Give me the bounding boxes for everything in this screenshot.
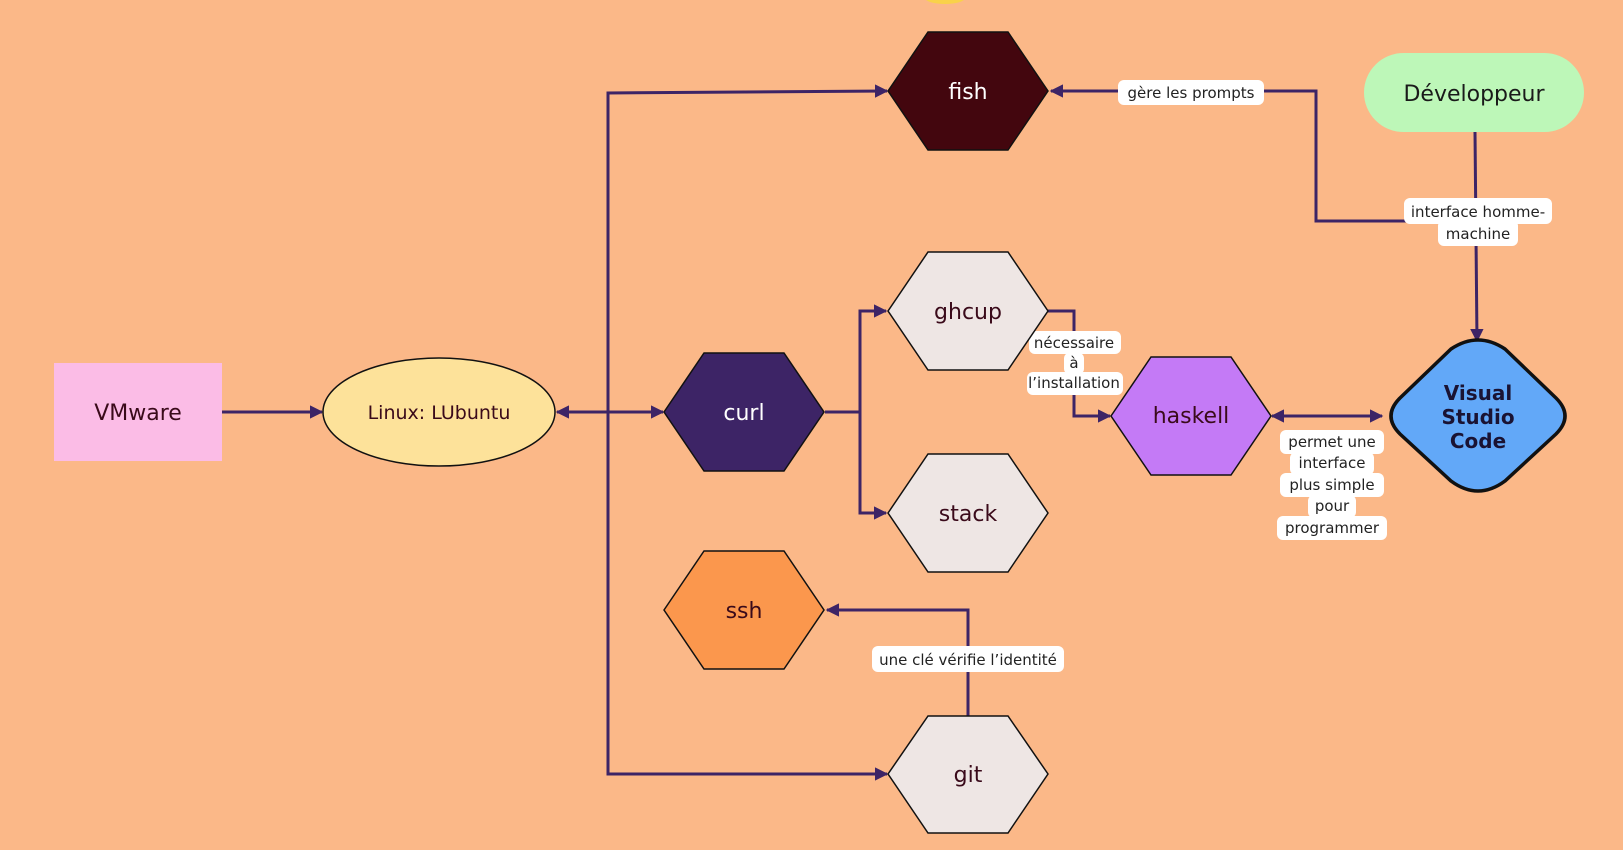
svg-text:ghcup: ghcup xyxy=(934,300,1002,325)
node-ssh: ssh xyxy=(663,550,825,670)
svg-text:l’installation: l’installation xyxy=(1028,374,1120,392)
edge-curl-stack xyxy=(858,412,888,520)
label-gere-prompts: gère les prompts xyxy=(1118,80,1264,105)
edge-linux-git xyxy=(606,412,889,781)
node-ghcup: ghcup xyxy=(887,251,1049,371)
svg-text:Studio: Studio xyxy=(1441,405,1514,429)
node-linux-lubuntu: Linux: LUbuntu xyxy=(322,357,556,467)
node-stack: stack xyxy=(887,453,1049,573)
svg-text:une clé vérifie l’identité: une clé vérifie l’identité xyxy=(879,651,1057,669)
svg-text:interface: interface xyxy=(1299,454,1366,472)
label-permet-interface: permet une interface plus simple pour pr… xyxy=(1277,430,1387,540)
svg-text:machine: machine xyxy=(1446,225,1510,243)
node-haskell: haskell xyxy=(1110,356,1272,476)
svg-text:pour: pour xyxy=(1315,497,1350,515)
node-visual-studio-code: Visual Studio Code xyxy=(1389,338,1567,493)
node-developpeur: Développeur xyxy=(1364,53,1584,132)
svg-text:programmer: programmer xyxy=(1285,519,1380,537)
node-curl: curl xyxy=(663,352,825,472)
top-blob-decoration xyxy=(926,0,964,4)
label-interface-homme-machine: interface homme- machine xyxy=(1404,198,1552,246)
svg-text:VMware: VMware xyxy=(94,401,182,426)
edge-curl-ghcup xyxy=(825,304,888,414)
node-git: git xyxy=(887,715,1049,834)
svg-text:Linux: LUbuntu: Linux: LUbuntu xyxy=(368,402,511,424)
svg-text:stack: stack xyxy=(939,502,998,527)
svg-text:Code: Code xyxy=(1450,429,1506,453)
svg-text:gère les prompts: gère les prompts xyxy=(1128,84,1255,102)
label-necessaire-installation: nécessaire à l’installation xyxy=(1027,331,1123,395)
node-fish: fish xyxy=(887,31,1049,151)
label-cle-verifie: une clé vérifie l’identité xyxy=(872,646,1064,672)
svg-text:Développeur: Développeur xyxy=(1403,82,1545,107)
svg-text:à: à xyxy=(1069,354,1078,372)
edge-git-ssh xyxy=(825,603,970,717)
svg-text:Visual: Visual xyxy=(1444,381,1512,405)
edge-linux-fish xyxy=(606,84,889,412)
svg-text:permet une: permet une xyxy=(1288,433,1375,451)
svg-text:fish: fish xyxy=(948,80,987,105)
node-vmware: VMware xyxy=(54,363,222,461)
svg-text:interface homme-: interface homme- xyxy=(1411,203,1545,221)
svg-text:plus simple: plus simple xyxy=(1289,476,1374,494)
svg-text:nécessaire: nécessaire xyxy=(1034,334,1114,352)
svg-text:git: git xyxy=(954,763,983,788)
svg-text:haskell: haskell xyxy=(1153,404,1230,429)
svg-text:ssh: ssh xyxy=(726,599,763,624)
svg-text:curl: curl xyxy=(723,401,764,426)
